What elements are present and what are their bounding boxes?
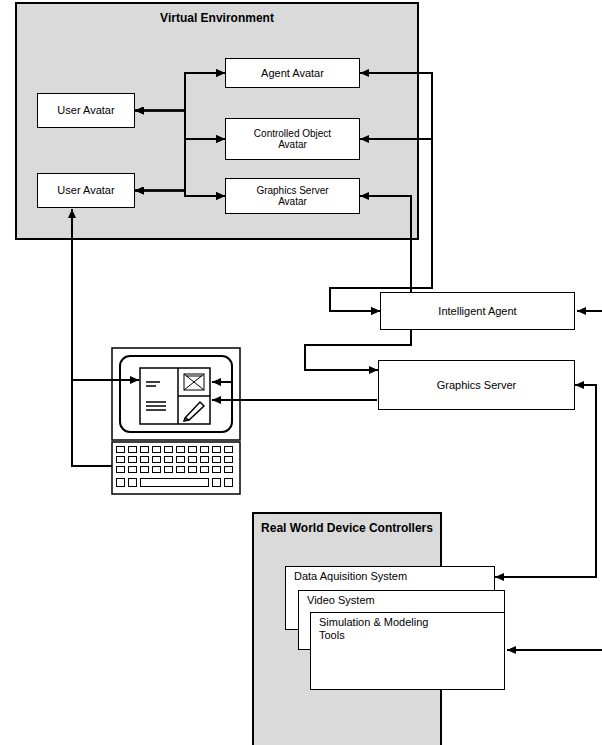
pencil-icon [184, 402, 204, 421]
band-title: Virtual Environment [17, 12, 417, 26]
avatar-box: User Avatar [37, 93, 135, 128]
process-box: Intelligent Agent [380, 292, 575, 330]
keyboard-wire [71, 465, 112, 467]
box-label: Graphics Server [437, 379, 516, 392]
box-label: Simulation & Modeling Tools [319, 616, 429, 641]
avatar-box: Controlled Object Avatar [225, 118, 360, 160]
device-box: Simulation & Modeling Tools [310, 612, 505, 690]
window-text-lines [146, 382, 166, 410]
keyboard-key [117, 479, 125, 487]
connector-arrow [135, 139, 225, 191]
connector-arrow [305, 196, 411, 370]
keyboard-key [213, 479, 221, 487]
display-wire [212, 382, 232, 401]
connector-arrow [330, 73, 432, 311]
offpage-wire [507, 649, 602, 651]
keyboard [112, 442, 240, 494]
window-divider [178, 395, 210, 397]
connector-arrow [135, 73, 225, 191]
environment-band: Virtual EnvironmentUser AvatarUser Avata… [15, 2, 419, 240]
box-label: Agent Avatar [261, 67, 324, 80]
user-link-wire [72, 379, 139, 381]
box-label: User Avatar [57, 104, 114, 117]
envelope-icon [184, 374, 204, 390]
process-box: Graphics Server [378, 360, 575, 410]
user-link-wire [71, 209, 73, 466]
offpage-wire [577, 310, 602, 312]
keyboard-key [129, 479, 137, 487]
connector-arrow [135, 73, 225, 111]
connector-arrow [135, 111, 225, 140]
monitor-case [112, 348, 240, 440]
screen-window [140, 368, 210, 424]
box-label: Data Aquisition System [294, 570, 407, 583]
envelope-icon [184, 374, 204, 390]
connector-arrow [135, 191, 225, 197]
connector-arrow [330, 139, 432, 311]
box-label: Graphics Server Avatar [248, 185, 338, 208]
box-label: Intelligent Agent [438, 305, 516, 318]
box-label: Controlled Object Avatar [243, 128, 343, 151]
display-wire [212, 399, 377, 401]
keyboard-key [225, 479, 233, 487]
connector-arrow [135, 111, 225, 197]
monitor-screen [120, 356, 232, 432]
avatar-box: Graphics Server Avatar [225, 178, 360, 214]
controllers-band: Real World Device ControllersData Aquisi… [252, 512, 442, 745]
avatar-box: Agent Avatar [225, 58, 360, 88]
connector-arrow [495, 385, 596, 577]
box-label: User Avatar [57, 184, 114, 197]
avatar-box: User Avatar [37, 173, 135, 208]
keyboard-keys [116, 446, 236, 476]
band-title: Real World Device Controllers [254, 522, 440, 536]
keyboard-spacebar [141, 479, 209, 487]
box-label: Video System [307, 594, 375, 607]
